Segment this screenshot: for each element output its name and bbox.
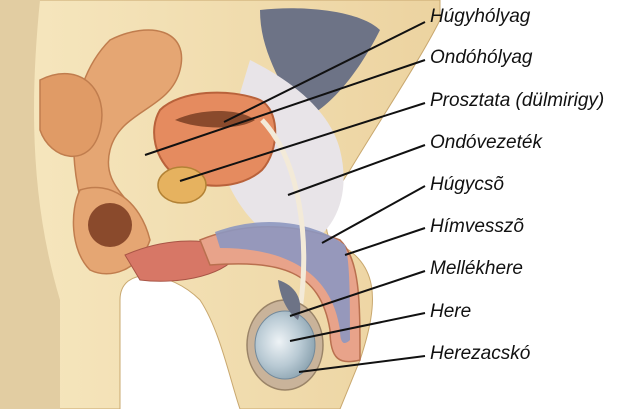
label-mellekhere: Mellékhere [430, 258, 523, 280]
label-ondoholyag: Ondóhólyag [430, 47, 532, 69]
body-silhouette [0, 0, 440, 409]
label-himvesszo: Hímvesszõ [430, 216, 524, 238]
pointer-line-himvesszo [345, 228, 425, 255]
intestine [40, 74, 102, 157]
label-hugyholyag: Húgyhólyag [430, 6, 530, 28]
rectum-lumen [88, 203, 132, 247]
label-ondovezetek: Ondóvezeték [430, 132, 542, 154]
prostate [158, 167, 206, 203]
testis [255, 311, 315, 379]
label-hugycso: Húgycsõ [430, 174, 504, 196]
label-herezacsko: Herezacskó [430, 343, 530, 365]
label-prosztata: Prosztata (dülmirigy) [430, 90, 604, 112]
label-here: Here [430, 301, 471, 323]
